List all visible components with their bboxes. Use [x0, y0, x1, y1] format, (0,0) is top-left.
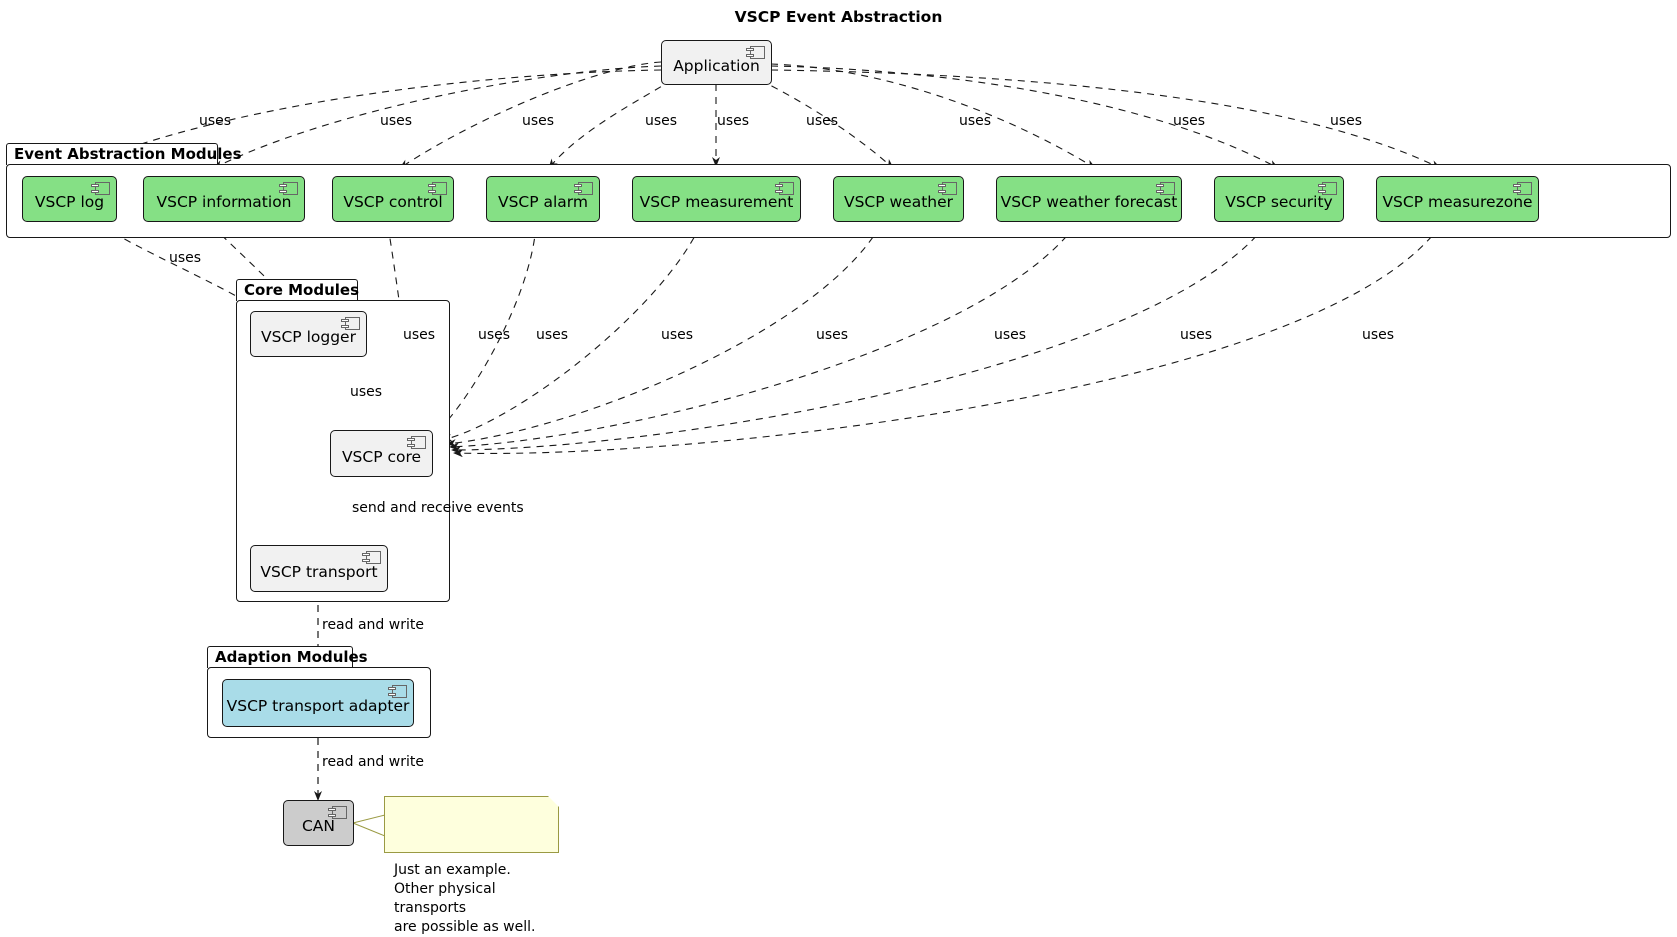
- component-label: VSCP information: [156, 193, 292, 212]
- package-title-core-modules: Core Modules: [244, 281, 359, 299]
- component-vscp-transport-adapter[interactable]: VSCP transport adapter: [222, 679, 414, 727]
- edge-label-uses: uses: [816, 327, 849, 343]
- component-label: VSCP alarm: [497, 193, 589, 212]
- component-vscp-transport[interactable]: VSCP transport: [250, 545, 388, 592]
- edge-label-uses: uses: [380, 113, 413, 129]
- component-label: VSCP logger: [261, 328, 356, 347]
- component-label: VSCP transport adapter: [226, 697, 410, 716]
- package-title-adaption-modules: Adaption Modules: [215, 648, 368, 666]
- component-can[interactable]: CAN: [283, 800, 354, 846]
- edge-label-uses: uses: [806, 113, 839, 129]
- component-label: VSCP weather: [843, 193, 954, 212]
- component-application[interactable]: Application: [661, 40, 772, 85]
- edge-label-uses: uses: [169, 250, 202, 266]
- edge-label-uses: uses: [1330, 113, 1363, 129]
- component-label: VSCP transport: [260, 562, 378, 581]
- component-vscp-core[interactable]: VSCP core: [330, 430, 433, 477]
- component-vscp-logger[interactable]: VSCP logger: [250, 311, 367, 357]
- edge-label-uses: uses: [350, 384, 383, 400]
- component-icon: [388, 685, 407, 698]
- component-vscp-weather[interactable]: VSCP weather: [833, 176, 964, 222]
- note-dogear-icon: [548, 796, 559, 807]
- edge-label-uses: uses: [1173, 113, 1206, 129]
- edge-label-uses: uses: [1180, 327, 1213, 343]
- edge-label-uses: uses: [994, 327, 1027, 343]
- component-label: VSCP security: [1225, 193, 1333, 212]
- edge-label-uses: uses: [403, 327, 436, 343]
- component-vscp-measurezone[interactable]: VSCP measurezone: [1376, 176, 1539, 222]
- note-text: Just an example. Other physical transpor…: [394, 862, 536, 935]
- component-label: VSCP measurezone: [1382, 193, 1533, 212]
- edge-label-uses: uses: [522, 113, 555, 129]
- component-vscp-log[interactable]: VSCP log: [22, 176, 117, 222]
- package-tab: [207, 646, 353, 668]
- edge-label-uses: uses: [199, 113, 232, 129]
- edge-label-uses: uses: [661, 327, 694, 343]
- component-label: VSCP core: [341, 447, 422, 466]
- edge-label-uses: uses: [536, 327, 569, 343]
- component-label: VSCP weather forecast: [1000, 193, 1178, 212]
- diagram-title: VSCP Event Abstraction: [734, 8, 943, 26]
- component-label: VSCP log: [34, 193, 105, 212]
- edge-label-send-and-receive-events: send and receive events: [352, 500, 524, 516]
- component-vscp-measurement[interactable]: VSCP measurement: [632, 176, 801, 222]
- package-title-event-abstraction-modules: Event Abstraction Modules: [14, 145, 242, 163]
- edge-label-read-and-write: read and write: [322, 754, 424, 770]
- component-vscp-alarm[interactable]: VSCP alarm: [486, 176, 600, 222]
- component-vscp-security[interactable]: VSCP security: [1214, 176, 1344, 222]
- note-physical-transport: Just an example. Other physical transpor…: [384, 796, 559, 935]
- edge-label-uses: uses: [1362, 327, 1395, 343]
- component-label: VSCP measurement: [639, 193, 794, 212]
- edge-label-uses: uses: [717, 113, 750, 129]
- component-label: VSCP control: [343, 193, 443, 212]
- edge-label-read-and-write: read and write: [322, 617, 424, 633]
- component-label: Application: [673, 56, 760, 75]
- component-vscp-weather-forecast[interactable]: VSCP weather forecast: [996, 176, 1182, 222]
- component-label: CAN: [301, 817, 336, 836]
- edge-label-uses: uses: [478, 327, 511, 343]
- edge-label-uses: uses: [645, 113, 678, 129]
- component-vscp-control[interactable]: VSCP control: [332, 176, 454, 222]
- edge-label-uses: uses: [959, 113, 992, 129]
- component-vscp-information[interactable]: VSCP information: [143, 176, 305, 222]
